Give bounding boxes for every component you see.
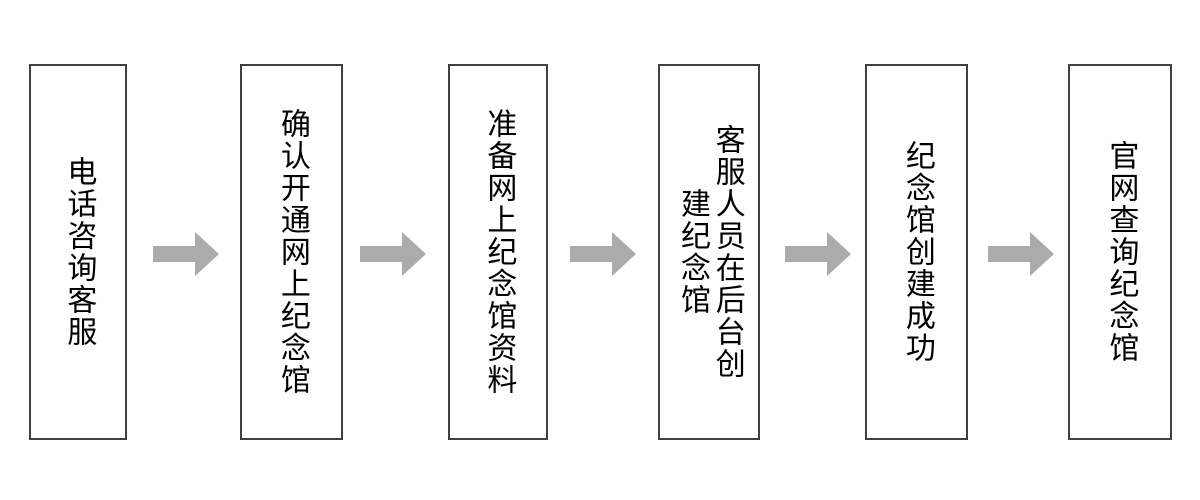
flow-arrow-1 xyxy=(153,230,221,278)
flow-step-1[interactable]: 电话咨询客服 xyxy=(29,64,127,440)
flow-step-4-label: 客服人员在后台创建纪念馆 xyxy=(676,124,744,380)
flow-step-2[interactable]: 确认开通网上纪念馆 xyxy=(240,64,343,440)
flow-step-4[interactable]: 客服人员在后台创建纪念馆 xyxy=(658,64,760,440)
flow-arrow-3 xyxy=(570,230,638,278)
flow-step-5-label: 纪念馆创建成功 xyxy=(900,140,934,364)
flow-step-3-label: 准备网上纪念馆资料 xyxy=(482,108,516,396)
flow-step-5[interactable]: 纪念馆创建成功 xyxy=(865,64,968,440)
flow-arrow-5 xyxy=(988,230,1056,278)
flow-arrow-2 xyxy=(360,230,428,278)
flow-step-6[interactable]: 官网查询纪念馆 xyxy=(1068,64,1172,440)
flow-step-1-label: 电话咨询客服 xyxy=(62,156,96,348)
flow-step-2-label: 确认开通网上纪念馆 xyxy=(275,108,309,396)
flow-step-3[interactable]: 准备网上纪念馆资料 xyxy=(448,64,548,440)
flow-step-6-label: 官网查询纪念馆 xyxy=(1104,140,1138,364)
flow-arrow-4 xyxy=(785,230,853,278)
